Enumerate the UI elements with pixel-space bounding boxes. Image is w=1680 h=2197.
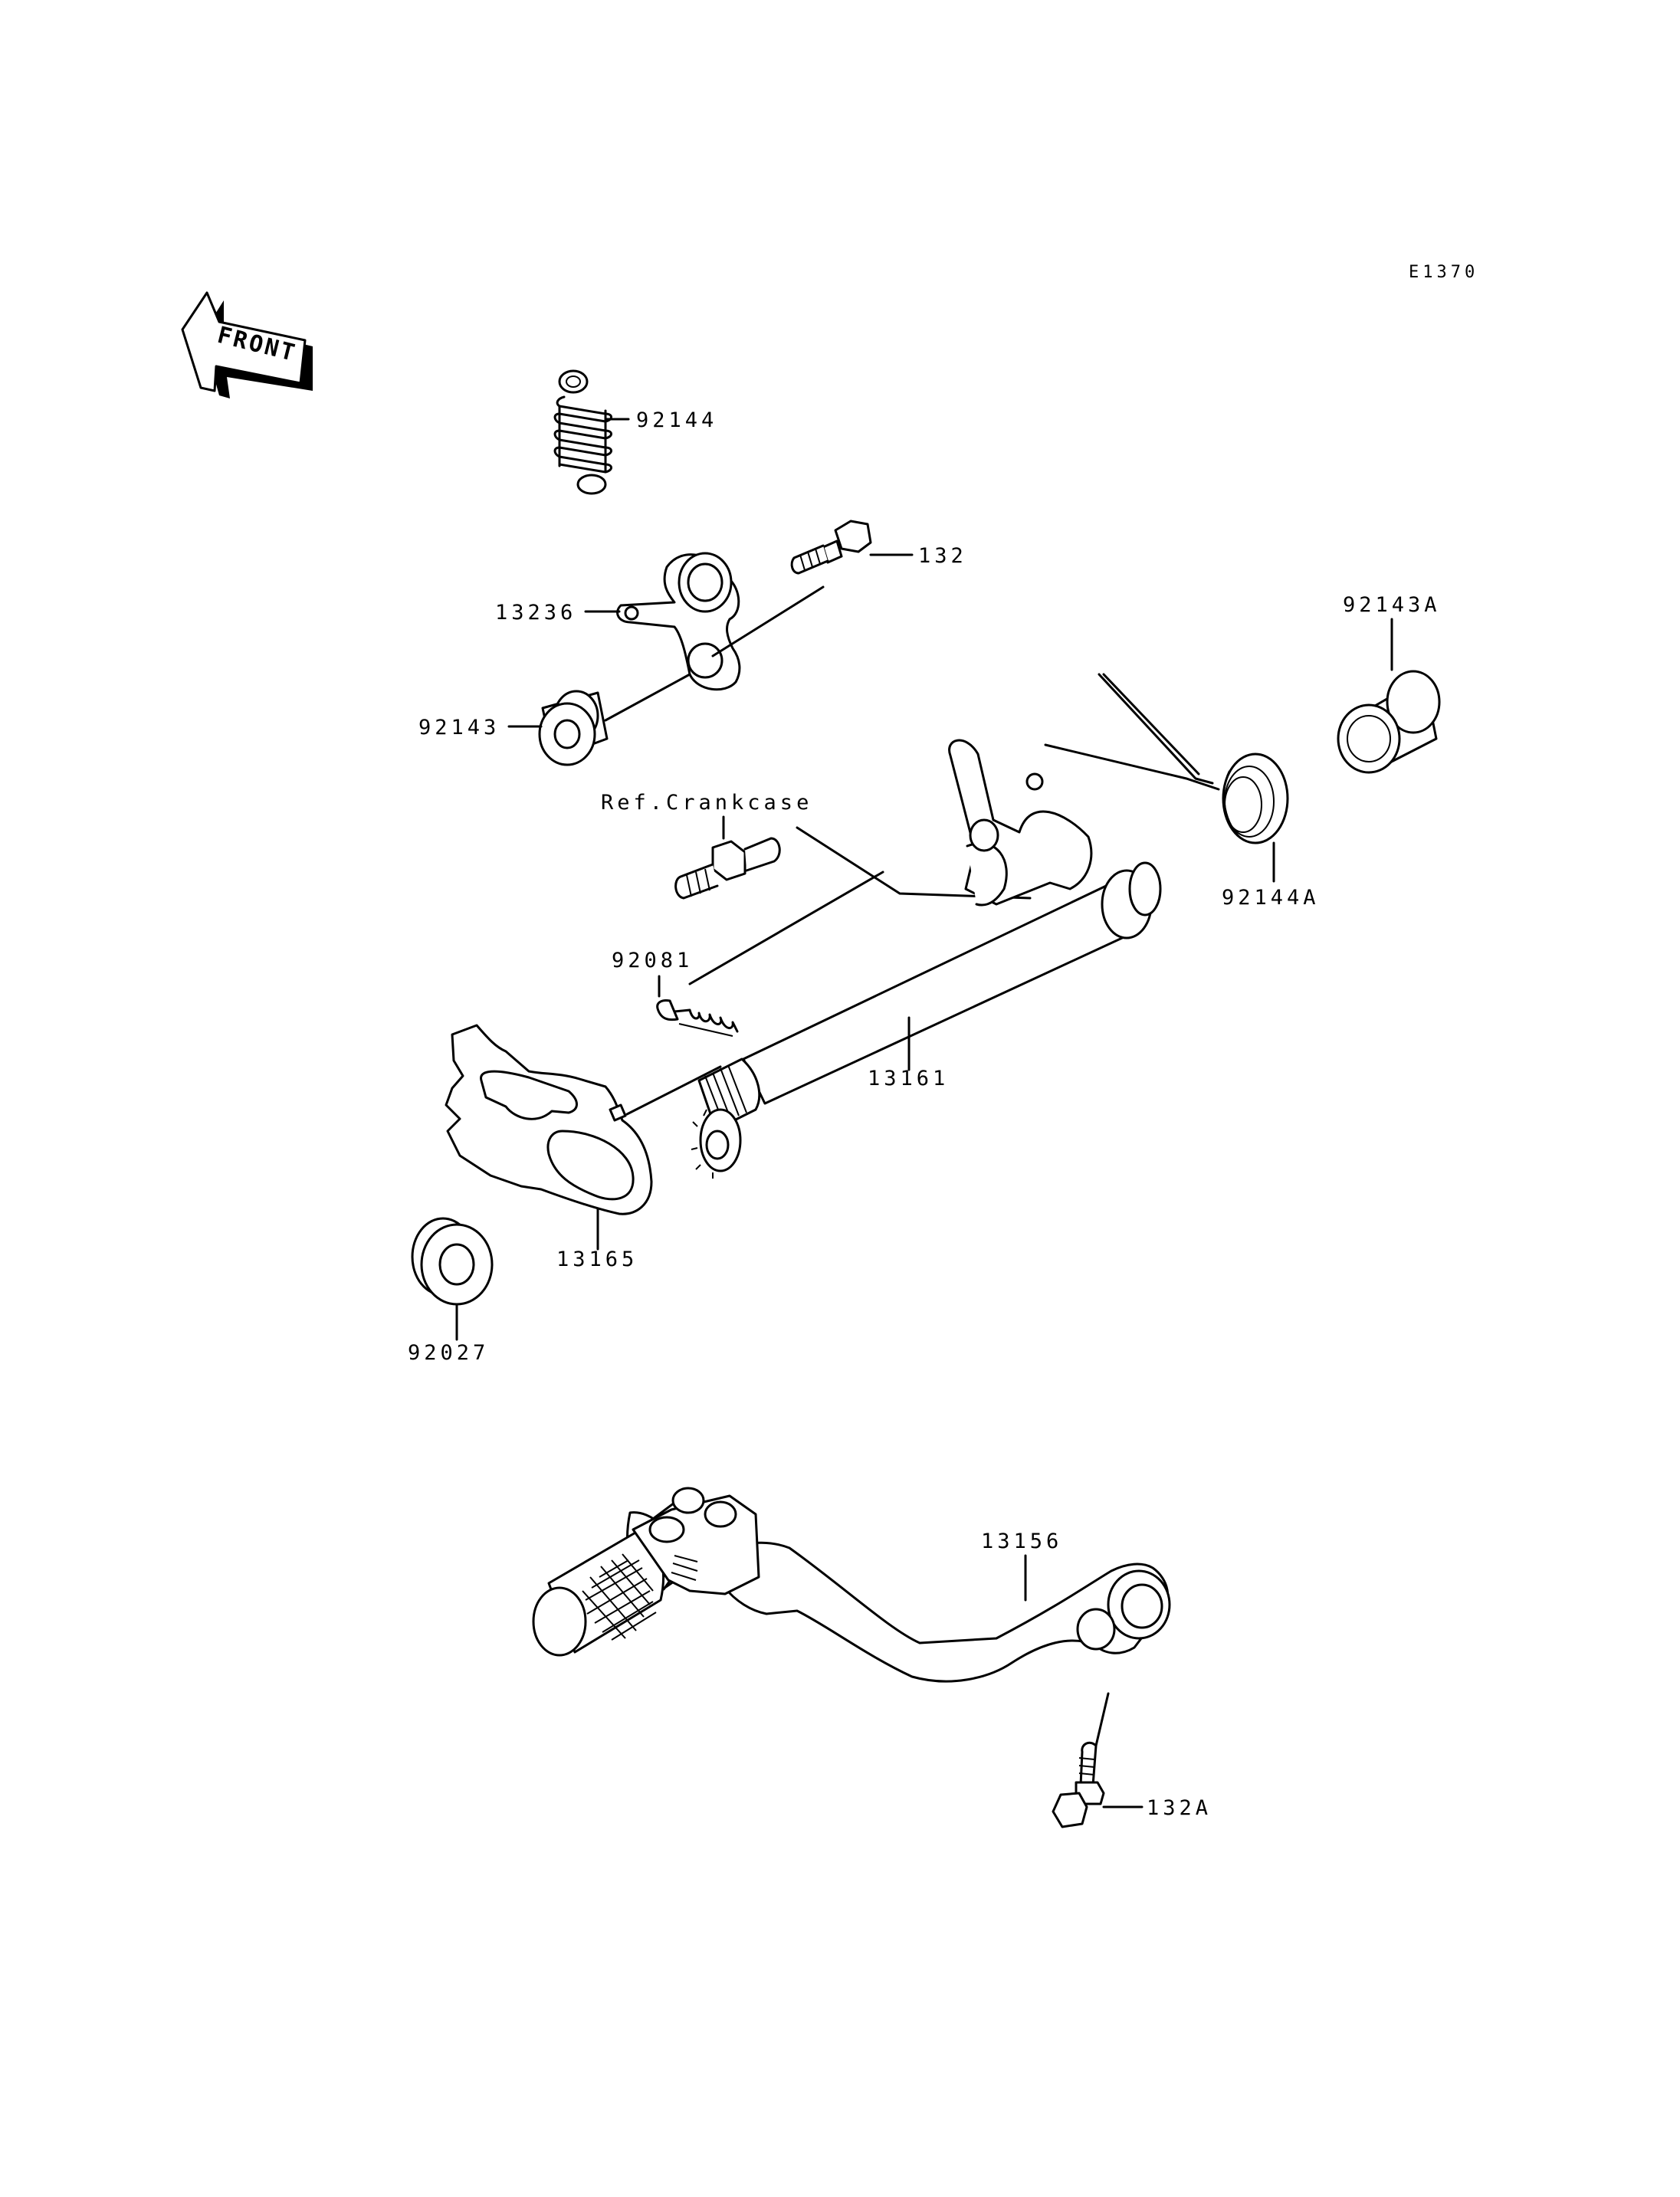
ref-crankcase-label: Ref.Crankcase <box>601 791 812 815</box>
label-92144a: 92144A <box>1222 886 1320 910</box>
spring-92081 <box>656 999 739 1037</box>
collar-92143a <box>1337 670 1441 774</box>
label-132a: 132A <box>1147 1796 1212 1820</box>
label-13236: 13236 <box>495 601 576 625</box>
label-132: 132 <box>918 544 967 568</box>
front-arrow-icon: FRONT <box>181 291 313 398</box>
pin-ref-crankcase <box>674 837 781 900</box>
collar-92143 <box>538 690 609 766</box>
spring-92144 <box>553 369 612 495</box>
label-92144: 92144 <box>636 408 717 432</box>
label-13161: 13161 <box>868 1067 949 1090</box>
diagram-code: E1370 <box>1409 263 1478 282</box>
spring-92144a <box>1044 673 1289 844</box>
shift-pedal-13156 <box>532 1487 1171 1683</box>
washer-92027 <box>411 1217 494 1306</box>
label-13165: 13165 <box>556 1248 638 1271</box>
label-92027: 92027 <box>408 1341 489 1365</box>
shift-shaft-13161 <box>691 739 1162 1179</box>
label-92143a: 92143A <box>1343 593 1441 617</box>
bolt-132a <box>1052 1741 1105 1828</box>
shift-plate-13165 <box>445 1024 653 1215</box>
label-92081: 92081 <box>612 949 693 972</box>
label-92143: 92143 <box>418 716 500 739</box>
label-13156: 13156 <box>981 1530 1062 1553</box>
bolt-132 <box>790 520 872 575</box>
lever-13236 <box>616 552 741 691</box>
